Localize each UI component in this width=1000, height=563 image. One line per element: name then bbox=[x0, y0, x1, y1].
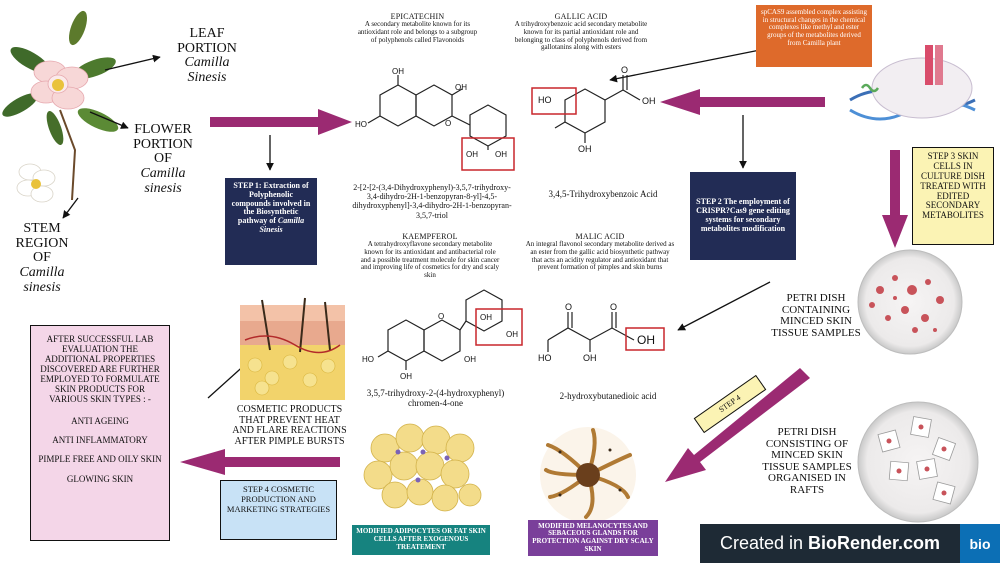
arrow-to-epicatechin bbox=[210, 109, 352, 135]
epicatechin-description: EPICATECHIN A secondary metabolite known… bbox=[357, 12, 478, 44]
atom-label: OH bbox=[480, 313, 492, 322]
arrow-to-melanocytes bbox=[665, 368, 810, 482]
skin-type-item: ANTI AGEING bbox=[71, 415, 129, 426]
atom-label: O bbox=[438, 312, 445, 321]
petri-dish-minced-tissue bbox=[857, 249, 963, 355]
arrow-to-gallic-acid bbox=[660, 89, 825, 115]
arrow-to-skin-products bbox=[180, 449, 340, 475]
step1-text: STEP 1: Extraction of Polyphenolic compo… bbox=[231, 181, 311, 234]
atom-label: O bbox=[565, 302, 573, 312]
atom-label: OH bbox=[464, 355, 476, 364]
kaempferol-structure bbox=[377, 289, 503, 370]
malic-acid-iupac-name: 2-hydroxybutanedioic acid bbox=[559, 391, 657, 401]
atom-label: OH bbox=[455, 83, 467, 92]
epicatechin-structure bbox=[367, 75, 507, 150]
gallic-acid-iupac-name: 3,4,5-Trihydroxybenzoic Acid bbox=[548, 189, 658, 199]
atom-label: O bbox=[610, 302, 618, 312]
flow-arrows bbox=[180, 89, 908, 482]
atom-label: O bbox=[445, 119, 452, 128]
atom-label: OH bbox=[506, 330, 518, 339]
petri-dish-2-label: PETRI DISH CONSISTING OF MINCED SKIN TIS… bbox=[762, 426, 852, 496]
stem-region-label: STEM REGION OF Camilla sinesis bbox=[15, 221, 69, 295]
atom-label: HO bbox=[355, 120, 367, 129]
camellia-plant-illustration bbox=[2, 10, 119, 203]
atom-label: OH bbox=[466, 150, 478, 159]
kaempferol-iupac-name: 3,5,7-trihydroxy-2-(4-hydroxyphenyl) chr… bbox=[366, 388, 505, 409]
cosmetic-products-label: COSMETIC PRODUCTS THAT PREVENT HEAT AND … bbox=[232, 404, 347, 447]
arrow-to-petri-dish bbox=[882, 150, 908, 248]
petri-dish-1-label: PETRI DISH CONTAINING MINCED SKIN TISSUE… bbox=[771, 292, 861, 339]
atom-label: OH bbox=[583, 353, 597, 363]
step2-text: STEP 2 The employment of CRISPR?Cas9 gen… bbox=[696, 197, 790, 233]
flower-portion-label: FLOWER PORTION OF Camilla sinesis bbox=[133, 122, 193, 196]
step4-box: STEP 4 COSMETIC PRODUCTION AND MARKETING… bbox=[220, 480, 337, 540]
biorender-logo-icon[interactable]: bio bbox=[960, 524, 1000, 563]
atom-label: O bbox=[621, 65, 629, 75]
crispr-cas9-illustration bbox=[849, 45, 976, 121]
atom-label: HO bbox=[538, 95, 552, 105]
atom-label: HO bbox=[362, 355, 374, 364]
melanocytes-text: MODIFIED MELANOCYTES AND SEBACEOUS GLAND… bbox=[532, 521, 654, 553]
skin-products-intro: AFTER SUCCESSFUL LAB EVALUATION THE ADDI… bbox=[40, 334, 160, 405]
atom-label: OH bbox=[637, 333, 655, 347]
atom-label: OH bbox=[495, 150, 507, 159]
spcas9-box: spCAS9 assembled complex assisting in st… bbox=[756, 5, 872, 67]
spcas9-text: spCAS9 assembled complex assisting in st… bbox=[761, 8, 867, 47]
atom-label: HO bbox=[538, 353, 552, 363]
malic-acid-highlight bbox=[625, 327, 665, 351]
step4-text: STEP 4 COSMETIC PRODUCTION AND MARKETING… bbox=[226, 484, 331, 514]
step2-box: STEP 2 The employment of CRISPR?Cas9 gen… bbox=[690, 172, 796, 260]
malic-acid-structure bbox=[547, 312, 635, 352]
gallic-acid-highlight bbox=[531, 87, 577, 115]
gallic-acid-description: GALLIC ACID A trihydroxybenzoic acid sec… bbox=[514, 12, 648, 52]
epicatechin-iupac-name: 2-[2-[2-(3,4-Dihydroxyphenyl)-3,5,7-trih… bbox=[352, 183, 512, 220]
adipocytes-label-box: MODIFIED ADIPOCYTES OR FAT SKIN CELLS AF… bbox=[352, 525, 490, 555]
step3-box: STEP 3 SKIN CELLS IN CULTURE DISH TREATE… bbox=[912, 147, 994, 245]
gallic-acid-structure bbox=[554, 75, 641, 143]
adipocytes-text: MODIFIED ADIPOCYTES OR FAT SKIN CELLS AF… bbox=[356, 527, 486, 551]
step1-box: STEP 1: Extraction of Polyphenolic compo… bbox=[225, 178, 317, 265]
epicatechin-highlight bbox=[461, 137, 515, 171]
atom-label: OH bbox=[578, 144, 592, 154]
leaf-portion-label: LEAF PORTION Camilla Sinesis bbox=[177, 26, 237, 86]
melanocytes-label-box: MODIFIED MELANOCYTES AND SEBACEOUS GLAND… bbox=[528, 520, 658, 556]
skin-products-box: AFTER SUCCESSFUL LAB EVALUATION THE ADDI… bbox=[30, 325, 170, 541]
skin-type-item: PIMPLE FREE AND OILY SKIN bbox=[38, 454, 162, 465]
melanocyte-illustration bbox=[540, 427, 636, 523]
atom-label: OH bbox=[392, 67, 404, 76]
skin-layers-illustration bbox=[240, 297, 345, 400]
malic-acid-description: MALIC ACID An integral flavonol secondar… bbox=[525, 232, 675, 272]
biorender-watermark: Created in BioRender.com bio bbox=[700, 524, 1000, 563]
kaempferol-description: KAEMPFEROL A tetrahydroxyflavone seconda… bbox=[360, 232, 500, 280]
kaempferol-highlight bbox=[475, 308, 523, 346]
adipocyte-cluster-illustration bbox=[363, 423, 482, 512]
skin-type-item: ANTI INFLAMMATORY bbox=[52, 434, 148, 445]
step3-text: STEP 3 SKIN CELLS IN CULTURE DISH TREATE… bbox=[920, 151, 986, 221]
petri-dish-rafts bbox=[857, 401, 979, 523]
plant-part-arrows bbox=[62, 49, 771, 331]
biorender-credit: Created in BioRender.com bbox=[719, 533, 941, 553]
atom-label: OH bbox=[400, 372, 412, 381]
atom-label: OH bbox=[642, 96, 656, 106]
skin-type-item: GLOWING SKIN bbox=[66, 473, 134, 484]
